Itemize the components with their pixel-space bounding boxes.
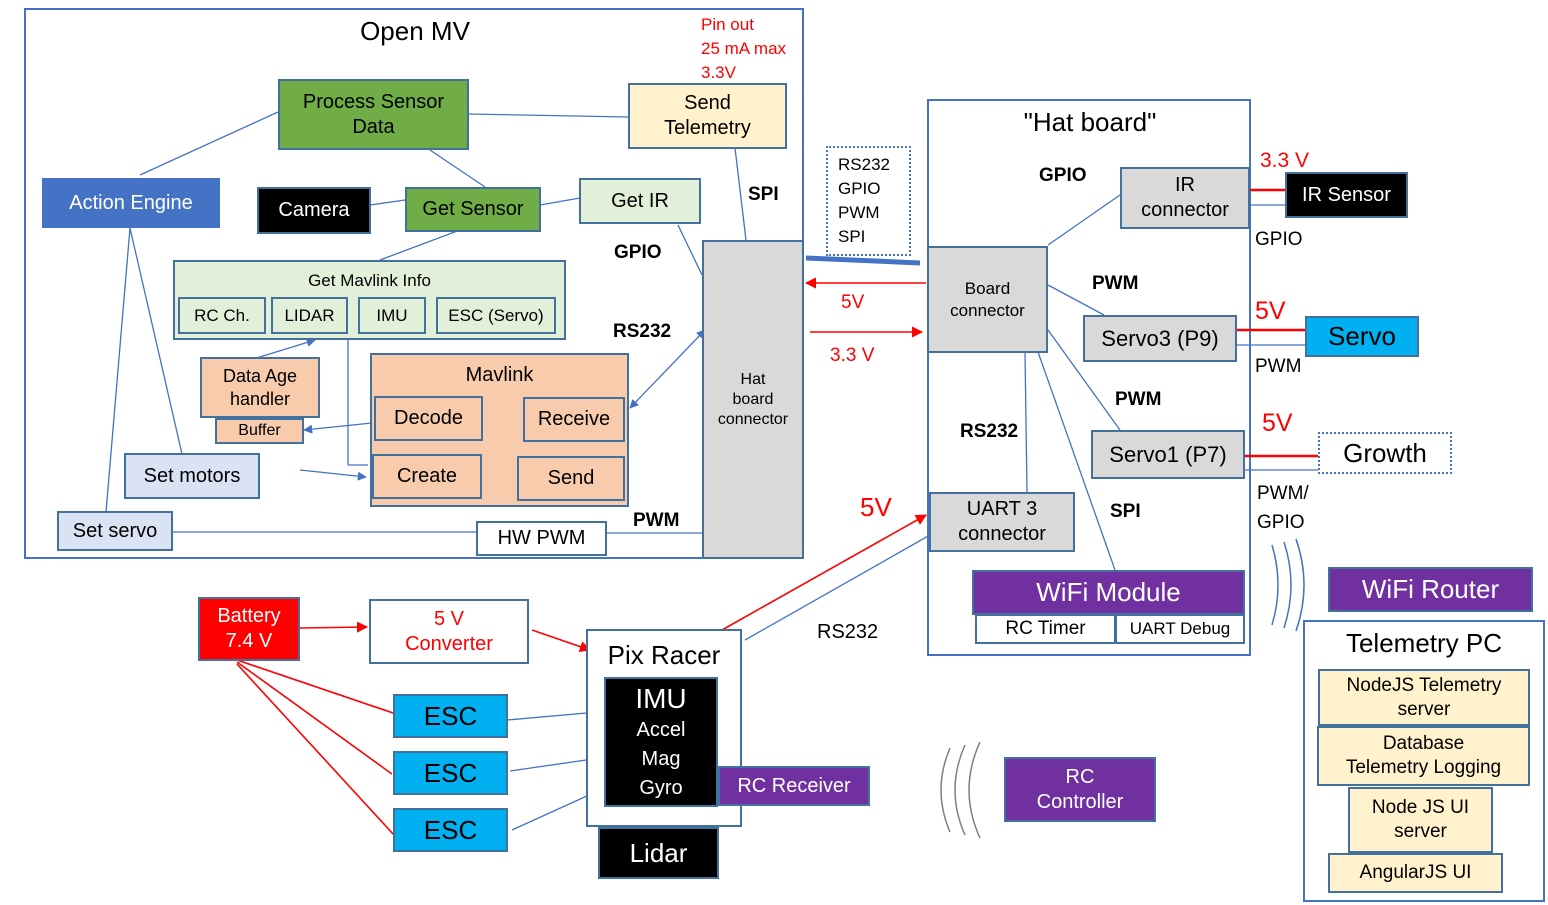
openmv-pwm-label: PWM [633,510,680,531]
telemetry-pc-title: Telemetry PC [1345,628,1503,658]
ir-sensor-box: IR Sensor [1285,172,1408,218]
servo-box: Servo [1305,316,1419,357]
radio-waves-icon [940,741,981,839]
uart-debug-box: UART Debug [1115,614,1245,644]
mavlink-item-imu: IMU [358,297,426,334]
hat-gpio-label: GPIO [1039,165,1087,186]
openmv-rs232-label: RS232 [613,321,672,342]
mavlink-item-rc: RC Ch. [178,297,266,334]
wifi-module-box: WiFi Module [972,570,1245,615]
angularjs-ui-box: AngularJS UI [1328,853,1503,893]
bus-list-box: RS232 GPIO PWM SPI [826,146,911,256]
create-box: Create [372,454,482,499]
hat-board-title: "Hat board" [1023,107,1157,137]
rc-receiver-box: RC Receiver [718,766,870,806]
telemetry-pc-frame [1303,620,1545,902]
wifi-waves-icon [1271,538,1305,632]
decode-box: Decode [374,396,483,441]
growth-voltage-label: 5V [1262,409,1293,437]
hat-board-connector-box: Hat board connector [702,240,804,559]
hat-board-frame [927,99,1251,656]
set-motors-box: Set motors [124,453,260,499]
growth-signal-label: PWM/ GPIO [1257,483,1309,533]
data-age-handler-box: Data Age handler [200,357,320,418]
camera-box: Camera [257,187,371,234]
link-3v3-label: 3.3 V [830,345,875,366]
process-sensor-data-box: Process Sensor Data [278,79,469,150]
servo1-connector-box: Servo1 (P7) [1091,430,1245,479]
ir-gpio-label: GPIO [1255,229,1303,250]
lidar-box: Lidar [598,827,719,879]
servo-voltage-label: 5V [1255,297,1286,325]
rc-controller-box: RC Controller [1004,757,1156,822]
imu-sensors-label: Accel Mag Gyro [636,719,686,799]
send-box: Send [517,456,625,501]
uart3-connector-box: UART 3 connector [929,492,1075,552]
set-servo-box: Set servo [57,511,173,551]
wifi-router-box: WiFi Router [1328,567,1533,612]
node-ui-server-box: Node JS UI server [1348,787,1493,853]
battery-box: Battery 7.4 V [198,597,300,661]
pix-racer-label: Pix Racer [607,640,721,670]
mavlink-label: Mavlink [465,364,534,386]
mavlink-item-esc: ESC (Servo) [436,297,556,334]
receive-box: Receive [523,397,625,442]
servo-pwm-label: PWM [1255,356,1302,377]
link-5v-label: 5V [841,292,865,313]
nodejs-telemetry-server-box: NodeJS Telemetry server [1318,669,1530,726]
growth-box: Growth [1318,432,1452,474]
openmv-title: Open MV [360,16,470,46]
get-sensor-box: Get Sensor [405,187,541,232]
ir-connector-box: IR connector [1120,167,1250,229]
esc-box-1: ESC [393,694,508,738]
hat-spi-label: SPI [1110,501,1141,522]
get-mavlink-info-label: Get Mavlink Info [308,271,431,290]
hat-rs232-label: RS232 [960,421,1019,442]
hat-pwm-label-2: PWM [1115,389,1162,410]
hat-pwm-label-1: PWM [1092,273,1139,294]
pixracer-rs232-label: RS232 [817,621,879,643]
ir-voltage-label: 3.3 V [1260,149,1310,172]
uart-5v-label: 5V [860,492,892,522]
esc-box-3: ESC [393,808,508,852]
action-engine-box: Action Engine [42,178,220,228]
database-logging-box: Database Telemetry Logging [1317,726,1530,786]
converter-box: 5 V Converter [369,599,529,664]
buffer-box: Buffer [215,418,304,444]
imu-label: IMU [635,683,687,714]
board-connector-box: Board connector [927,246,1048,353]
send-telemetry-box: Send Telemetry [628,83,787,149]
imu-box: IMU Accel Mag Gyro [604,677,718,807]
get-ir-box: Get IR [579,178,701,224]
hw-pwm-box: HW PWM [476,521,607,556]
mavlink-item-lidar: LIDAR [271,297,348,334]
rc-timer-box: RC Timer [975,614,1116,644]
openmv-spi-label: SPI [748,184,779,205]
openmv-gpio-label: GPIO [614,242,662,263]
esc-box-2: ESC [393,751,508,795]
pin-out-note: Pin out 25 mA max 3.3V [701,15,787,82]
servo3-connector-box: Servo3 (P9) [1083,315,1237,362]
